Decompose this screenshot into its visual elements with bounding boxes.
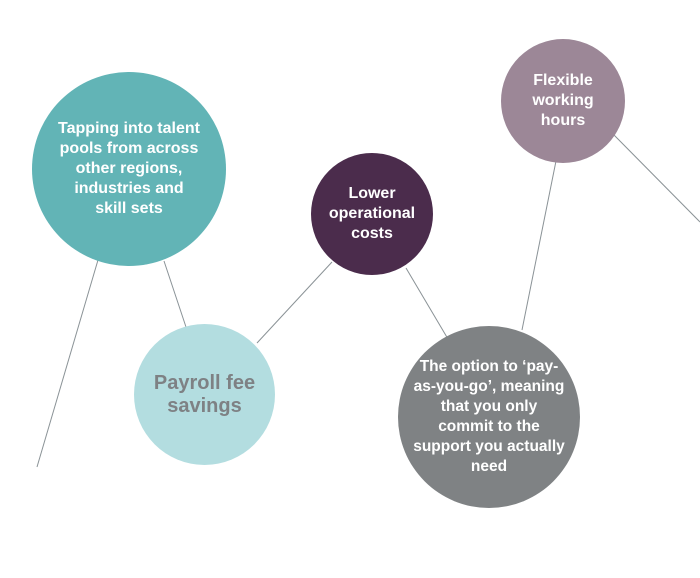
connector-line bbox=[405, 267, 449, 340]
connector-line bbox=[521, 160, 557, 331]
connector-line bbox=[36, 259, 99, 468]
connector-line bbox=[163, 260, 187, 328]
bubble-lower-costs-text: Lower operational costs bbox=[328, 185, 416, 242]
connector-line bbox=[256, 261, 333, 344]
connector-line bbox=[613, 134, 700, 223]
bubble-pay-as-you-go-text: The option to ‘pay-as-you-go’, meaning t… bbox=[413, 358, 565, 475]
bubble-payroll-savings: Payroll fee savings bbox=[134, 324, 275, 465]
bubble-flexible-hours: Flexible working hours bbox=[501, 39, 625, 163]
bubble-flexible-hours-text: Flexible working hours bbox=[532, 72, 594, 129]
bubble-payroll-savings-text: Payroll fee savings bbox=[153, 371, 256, 417]
bubble-talent-pools-text: Tapping into talent pools from across ot… bbox=[58, 120, 200, 217]
bubble-talent-pools: Tapping into talent pools from across ot… bbox=[32, 72, 226, 266]
bubble-lower-costs: Lower operational costs bbox=[311, 153, 433, 275]
bubble-pay-as-you-go: The option to ‘pay-as-you-go’, meaning t… bbox=[398, 326, 580, 508]
